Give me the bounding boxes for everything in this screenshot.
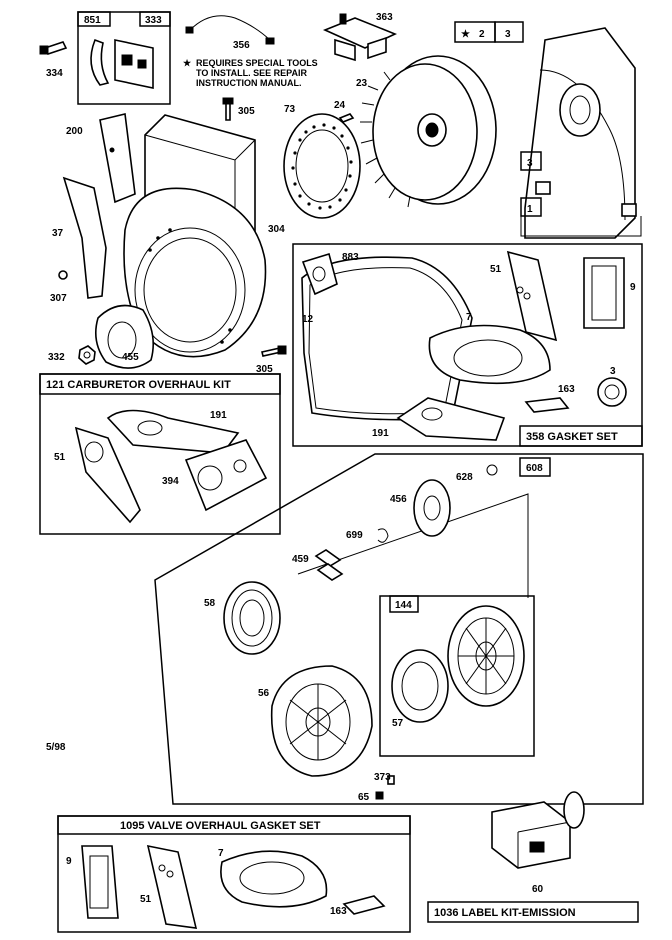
label-455: 455 — [122, 352, 139, 363]
label-7-b: 7 — [218, 848, 224, 859]
blower-housing-304: 304 — [123, 114, 285, 358]
label-373: 373 — [374, 772, 391, 783]
label-304: 304 — [268, 224, 285, 235]
label-24: 24 — [334, 100, 346, 111]
wire-356: 356 — [185, 15, 275, 51]
ignition-bracket-group: 851 333 — [77, 11, 171, 105]
label-58: 58 — [204, 598, 216, 609]
label-73: 73 — [284, 104, 296, 115]
label-200: 200 — [66, 126, 83, 137]
valve-gasket-set-1095: 1095 VALVE OVERHAUL GASKET SET 9 51 7 16… — [57, 815, 411, 933]
label-459: 459 — [292, 554, 309, 565]
screw-307: 307 — [50, 270, 68, 304]
date-code: 5/98 — [46, 742, 66, 753]
label-163-b: 163 — [330, 906, 347, 917]
svg-text:★: ★ — [461, 29, 470, 40]
label-9-a: 9 — [630, 282, 636, 293]
label-356: 356 — [233, 40, 250, 51]
label-65: 65 — [358, 792, 370, 803]
label-kit-1036: 1036 LABEL KIT-EMISSION — [427, 901, 639, 923]
kit-1036-label: 1036 LABEL KIT-EMISSION — [434, 907, 576, 919]
kit-1095-valve-gasket: 1095 VALVE OVERHAUL GASKET SET — [120, 820, 321, 832]
screw-334: 334 — [39, 41, 68, 79]
note-line-2: TO INSTALL. SEE REPAIR — [196, 68, 308, 78]
box-3: 3 — [505, 29, 511, 40]
note-line-1: REQUIRES SPECIAL TOOLS — [196, 58, 318, 68]
box-851: 851 — [84, 15, 101, 26]
label-37: 37 — [52, 228, 64, 239]
cylinder-block-group: ★ 2 3 3 1 — [454, 21, 642, 239]
box-144: 144 — [395, 600, 412, 611]
screw-305-top: 305 — [222, 97, 255, 121]
label-23: 23 — [356, 78, 368, 89]
kit-121-carburetor: 121 CARBURETOR OVERHAUL KIT — [46, 379, 231, 391]
label-56: 56 — [258, 688, 270, 699]
starter-cup-455: 455 — [95, 304, 154, 369]
armature-363: 363 — [322, 12, 398, 62]
label-456: 456 — [390, 494, 407, 505]
key-24: 24 — [334, 100, 355, 123]
note-line-3: INSTRUCTION MANUAL. — [196, 78, 302, 88]
nut-332: 332 — [48, 345, 96, 365]
special-tools-note: ★ REQUIRES SPECIAL TOOLS TO INSTALL. SEE… — [183, 58, 318, 88]
label-3: 3 — [610, 366, 616, 377]
label-9-b: 9 — [66, 856, 72, 867]
rotating-screen-73: 73 — [283, 104, 361, 219]
box-2: 2 — [479, 29, 485, 40]
label-334: 334 — [46, 68, 63, 79]
emission-label-60: 60 — [491, 791, 585, 895]
label-883: 883 — [342, 252, 359, 263]
baffle-37: 37 — [52, 176, 107, 299]
label-12: 12 — [302, 314, 314, 325]
box-333: 333 — [145, 15, 162, 26]
svg-text:★: ★ — [183, 58, 192, 68]
box-608: 608 — [526, 463, 543, 474]
bracket-200: 200 — [66, 113, 136, 204]
label-60: 60 — [532, 884, 544, 895]
kit-358-gasket-set: 358 GASKET SET — [526, 431, 618, 443]
label-7-a: 7 — [466, 312, 472, 323]
box-3-side: 3 — [527, 158, 533, 169]
label-51-c: 51 — [140, 894, 152, 905]
label-305-bottom: 305 — [256, 364, 273, 375]
label-163-a: 163 — [558, 384, 575, 395]
flywheel-23: 23 — [356, 55, 497, 208]
label-57: 57 — [392, 718, 404, 729]
carburetor-kit-121: 121 CARBURETOR OVERHAUL KIT 191 51 394 — [39, 373, 281, 535]
label-191-b: 191 — [210, 410, 227, 421]
label-628: 628 — [456, 472, 473, 483]
gasket-set-358: 358 GASKET SET 883 12 51 9 7 3 163 191 — [292, 243, 643, 447]
label-191-a: 191 — [372, 428, 389, 439]
label-305-top: 305 — [238, 106, 255, 117]
screw-305-bottom: 305 — [256, 345, 287, 375]
label-394: 394 — [162, 476, 179, 487]
label-363: 363 — [376, 12, 393, 23]
box-1-side: 1 — [527, 204, 533, 215]
label-51-a: 51 — [490, 264, 502, 275]
label-332: 332 — [48, 352, 65, 363]
label-699: 699 — [346, 530, 363, 541]
label-51-b: 51 — [54, 452, 66, 463]
label-307: 307 — [50, 293, 67, 304]
rewind-starter-608: 608 628 456 699 459 58 144 57 — [154, 453, 644, 805]
